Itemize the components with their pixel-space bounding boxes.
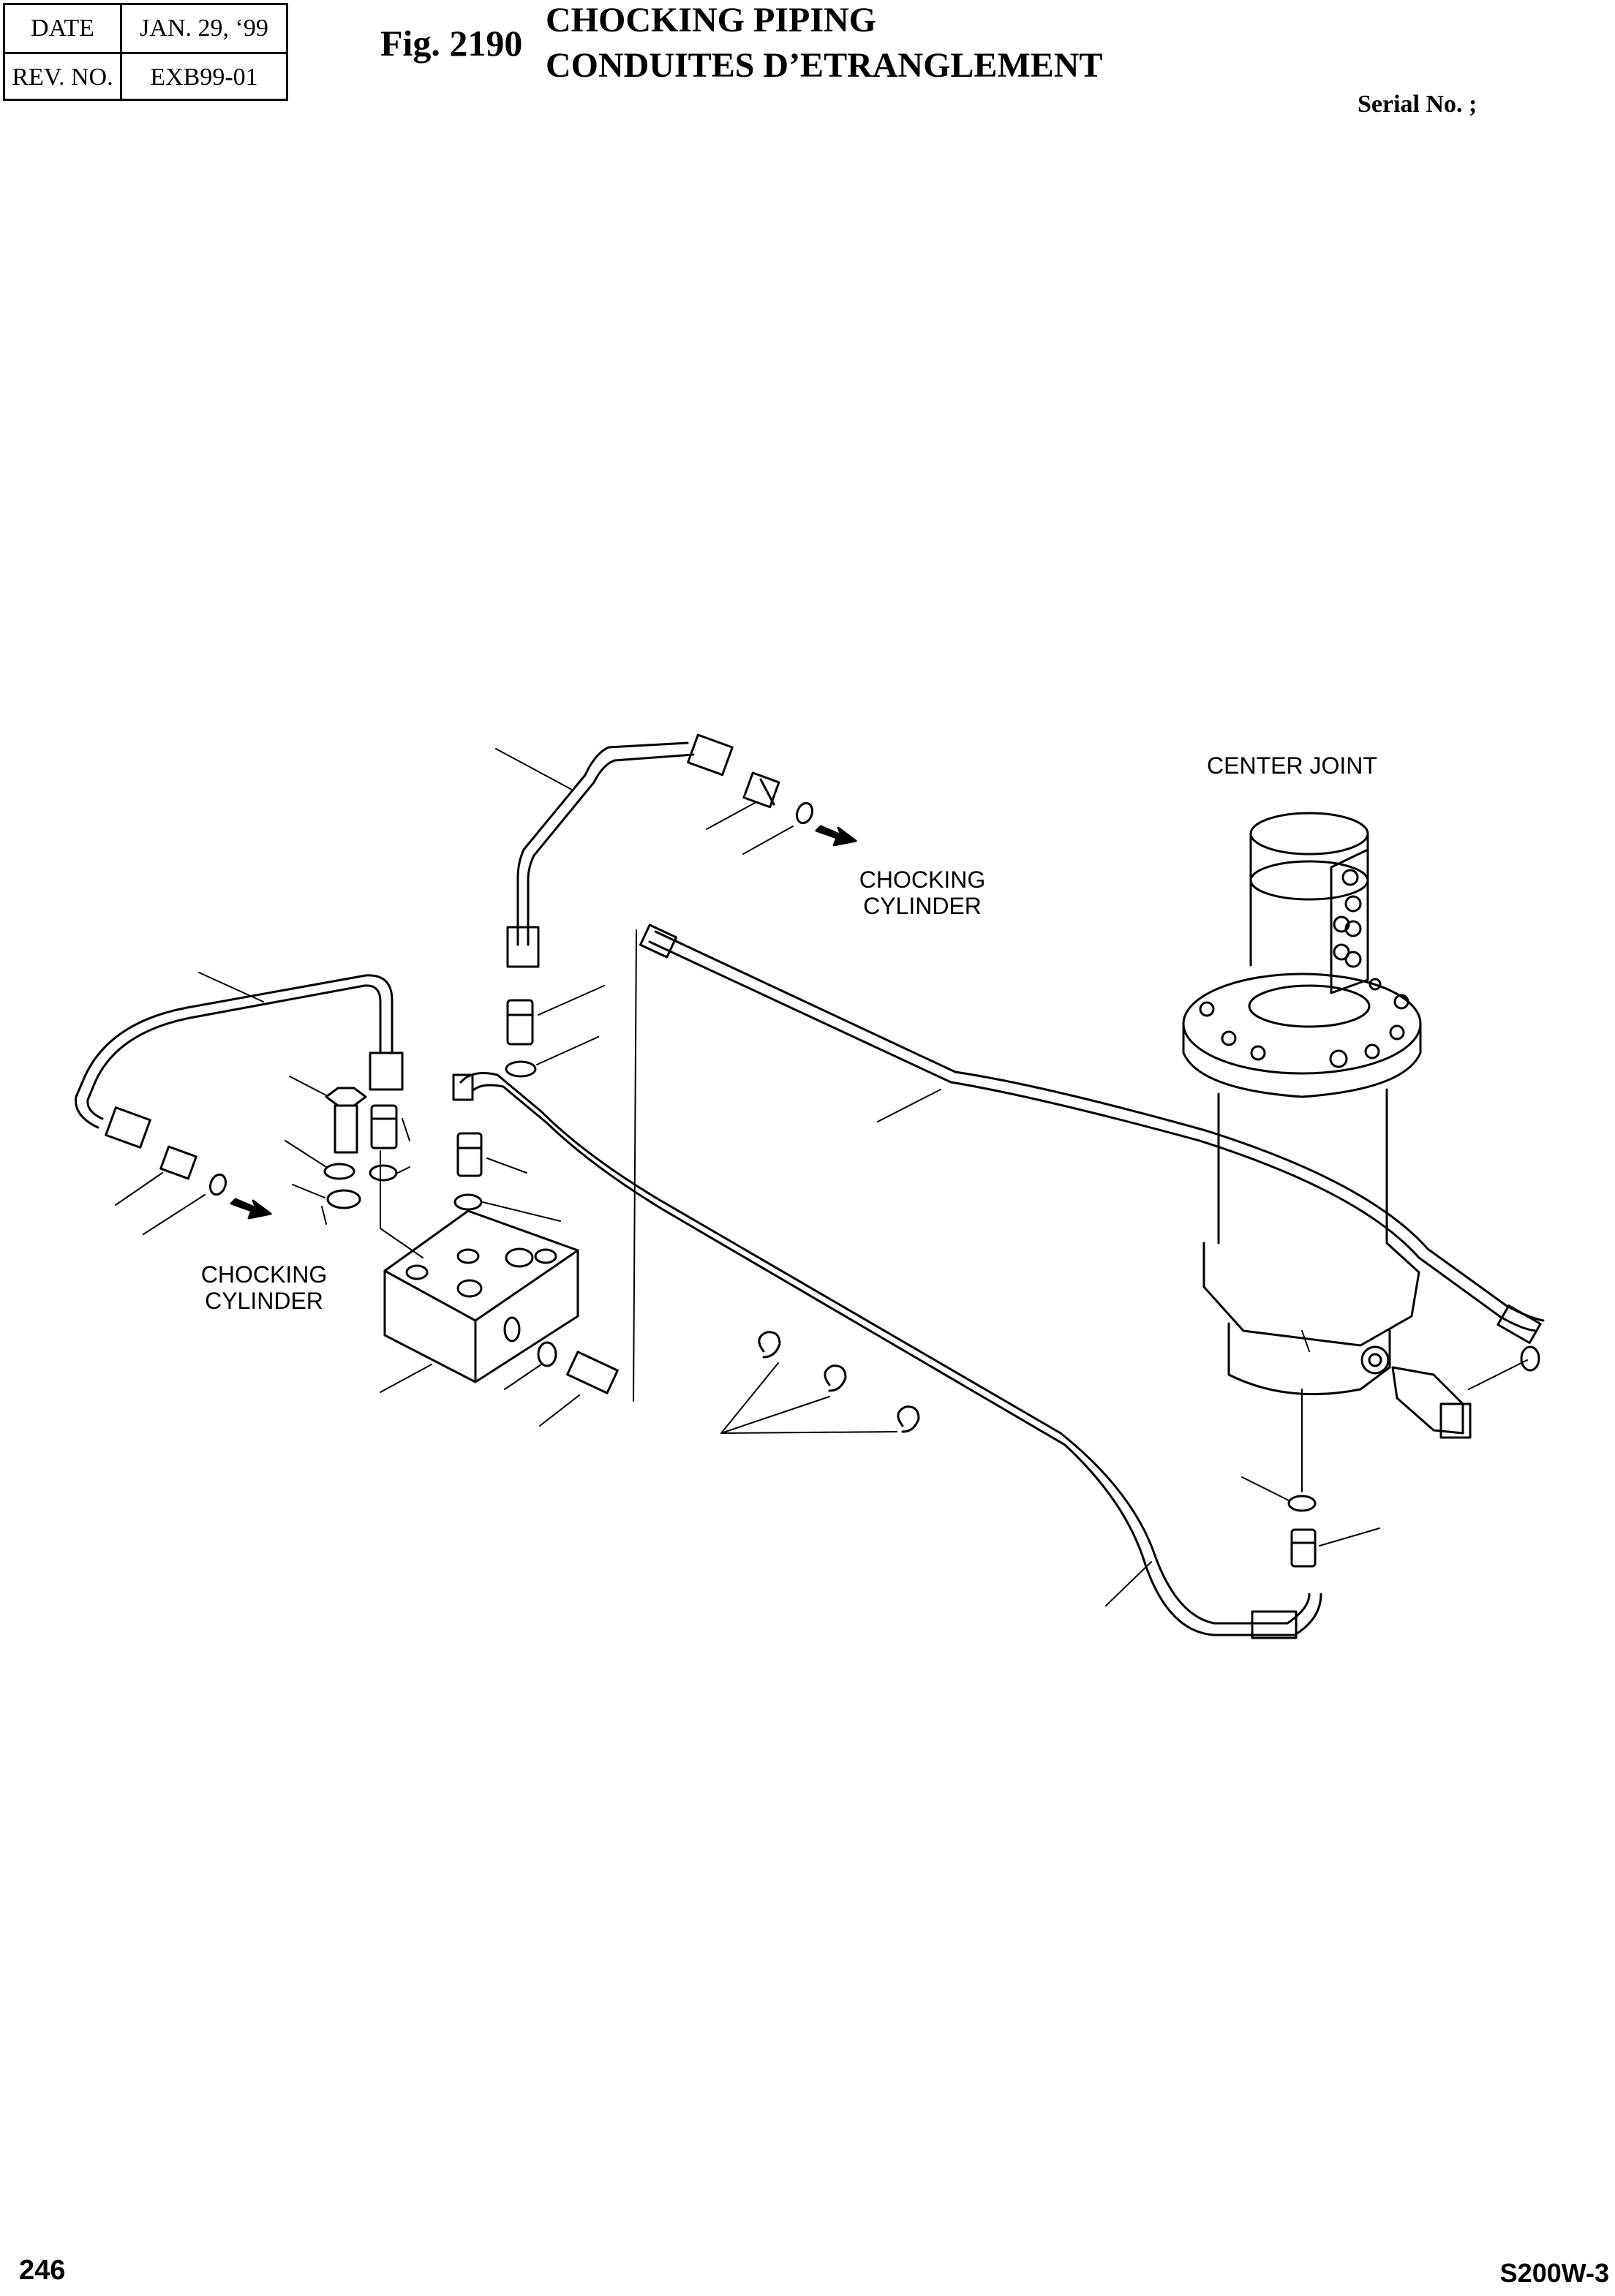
upper-cylinder-label-line2: CYLINDER [863,893,982,919]
clip-3 [897,1405,920,1433]
spacer-washer [326,1189,361,1209]
valve-block [383,1209,579,1383]
upper-cylinder-label-line1: CHOCKING [859,866,986,893]
center-o-ring [1287,1495,1317,1512]
long-hose [639,924,1545,1372]
page-number: 246 [19,2255,66,2286]
left-chocking-pipe [75,974,404,1149]
upper-adapter [742,771,780,809]
center-joint [1182,812,1472,1439]
rev-label: REV. NO. [5,54,122,101]
rev-value: EXB99-01 [150,64,258,91]
side-o-ring [537,1341,557,1367]
center-bottom-fitting [1290,1528,1317,1568]
upper-block-o-ring [505,1060,537,1078]
block-fitting-1 [370,1104,398,1149]
figure-number: Fig. 2190 [380,23,523,64]
serial-number: Serial No. ; [1358,91,1477,118]
upper-chocking-pipe [506,733,734,968]
bolt-washer [323,1163,355,1180]
block-fitting-2 [456,1132,483,1177]
date-value: JAN. 29, ‘99 [140,15,268,42]
date-row: DATE JAN. 29, ‘99 [5,5,286,52]
block-o-ring-2 [453,1193,483,1211]
model-number: S200W-3 [1499,2258,1609,2288]
upper-o-ring [795,801,814,825]
left-arrow-icon [230,1198,272,1220]
lower-hose [452,1072,1322,1639]
hex-bolt [325,1087,367,1154]
block-o-ring-1 [369,1164,398,1182]
clip-2 [824,1364,847,1392]
title-french: CONDUITES D’ETRANGLEMENT [546,46,1103,85]
title-english: CHOCKING PIPING [546,1,877,39]
upper-arrow-icon [815,825,857,847]
revision-table: DATE JAN. 29, ‘99 REV. NO. EXB99-01 [3,3,288,101]
left-o-ring [208,1173,227,1196]
date-label: DATE [5,5,122,52]
side-adapter [566,1351,619,1394]
hose-reference-line [633,929,637,1402]
left-adapter [159,1145,197,1180]
clip-1 [758,1331,781,1359]
leader-lines [115,748,1528,1606]
center-joint-label: CENTER JOINT [1207,752,1377,779]
rev-row: REV. NO. EXB99-01 [5,52,286,101]
upper-block-fitting [506,999,534,1046]
left-cylinder-label-line2: CYLINDER [205,1288,323,1314]
left-cylinder-label-line1: CHOCKING [200,1261,328,1288]
